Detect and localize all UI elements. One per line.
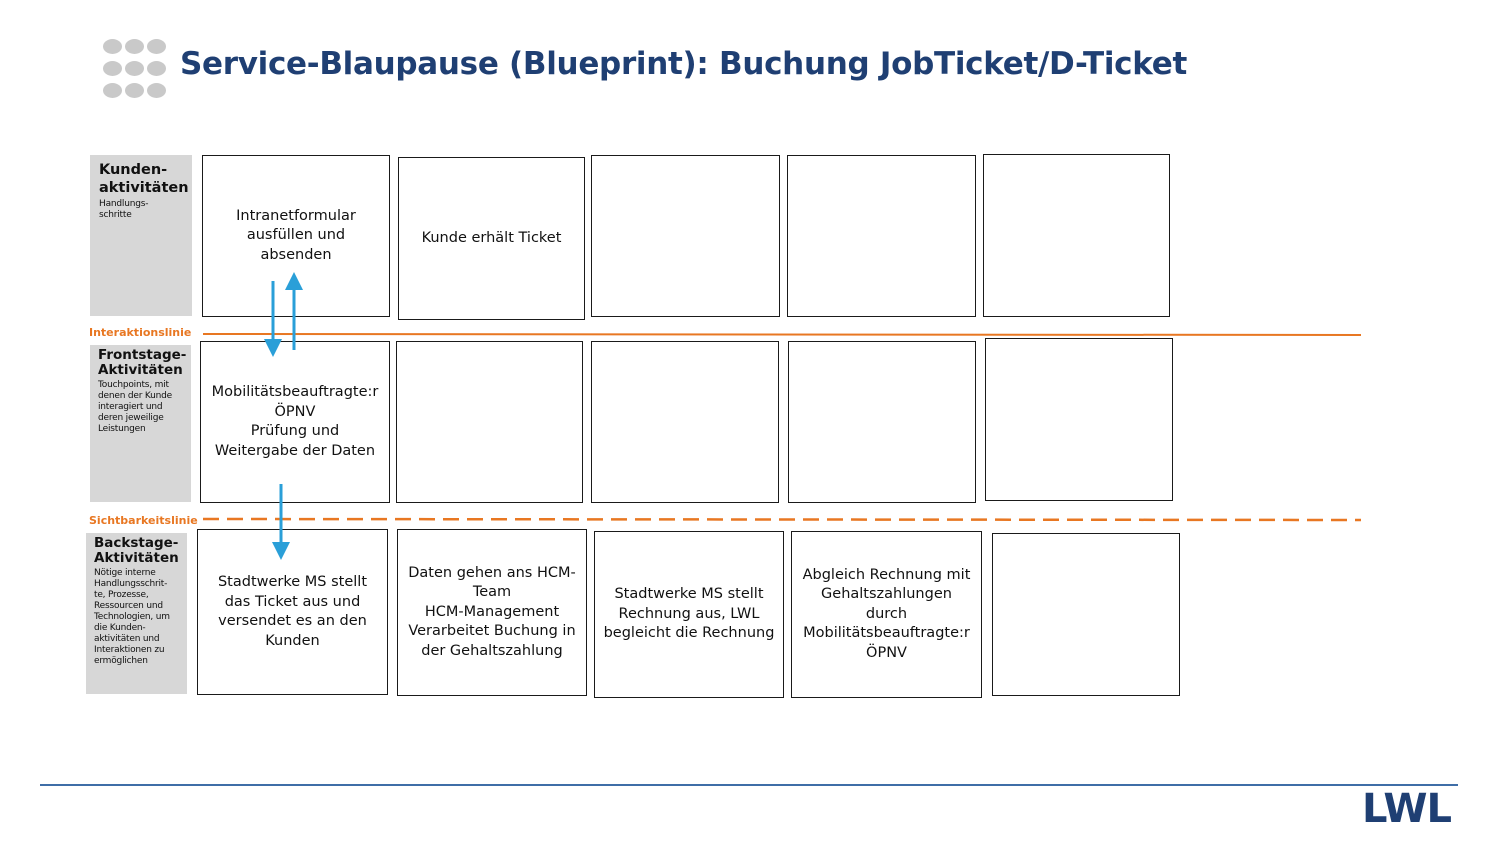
lane-title: Frontstage- Aktivitäten [98, 347, 187, 378]
frontstage-cell [591, 341, 779, 503]
customer-cell [983, 154, 1170, 317]
frontstage-cell: Mobilitätsbeauftragte:r ÖPNV Prüfung und… [200, 341, 390, 503]
lane-label-frontstage: Frontstage- Aktivitäten Touchpoints, mit… [90, 345, 191, 502]
backstage-cell: Abgleich Rechnung mit Gehaltszahlungen d… [791, 531, 982, 698]
lwl-logo: LWL [1362, 786, 1452, 832]
customer-cell: Kunde erhält Ticket [398, 157, 585, 320]
backstage-cell: Daten gehen ans HCM- Team HCM-Management… [397, 529, 587, 696]
lane-subtitle: Handlungs- schritte [99, 199, 149, 220]
lane-title: Kunden- aktivitäten [99, 162, 189, 196]
footer-divider [40, 784, 1458, 786]
backstage-cell [992, 533, 1180, 696]
frontstage-cell [396, 341, 583, 503]
visibility-line [202, 517, 1362, 522]
lane-label-backstage: Backstage- Aktivitäten Nötige interne Ha… [86, 533, 187, 694]
customer-cell: Intranetformular ausfüllen und absenden [202, 155, 390, 317]
interaction-line-label: Interaktionslinie [89, 326, 192, 339]
page-title: Service-Blaupause (Blueprint): Buchung J… [180, 46, 1187, 82]
backstage-cell: Stadtwerke MS stellt das Ticket aus und … [197, 529, 388, 695]
lane-subtitle: Touchpoints, mit denen der Kunde interag… [98, 380, 172, 434]
lane-label-customer: Kunden- aktivitäten Handlungs- schritte [90, 155, 192, 316]
frontstage-cell [788, 341, 976, 503]
lane-subtitle: Nötige interne Handlungsschrit- te, Proz… [94, 568, 170, 666]
logo-dots-icon [103, 37, 167, 101]
customer-cell [787, 155, 976, 317]
frontstage-cell [985, 338, 1173, 501]
visibility-line-label: Sichtbarkeitslinie [89, 514, 198, 527]
customer-cell [591, 155, 780, 317]
lane-title: Backstage- Aktivitäten [94, 535, 179, 566]
interaction-line [202, 333, 1362, 336]
backstage-cell: Stadtwerke MS stellt Rechnung aus, LWL b… [594, 531, 784, 698]
